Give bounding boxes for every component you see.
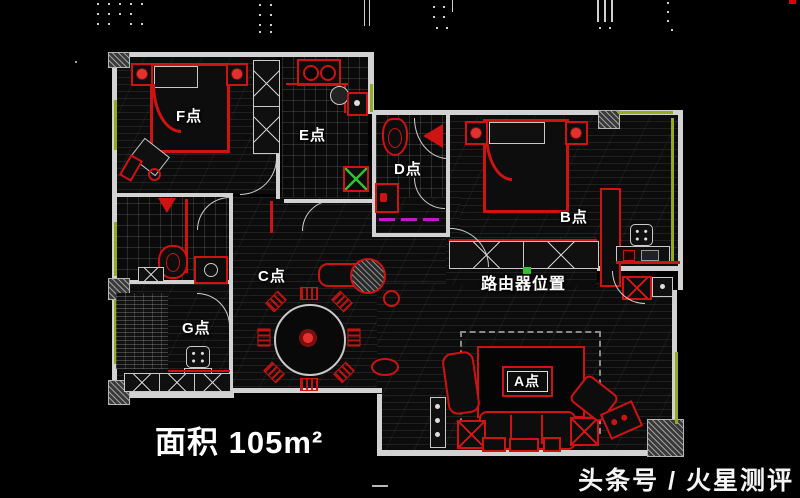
cad-artifact-dots — [0, 0, 2, 2]
stove — [297, 59, 341, 86]
label-point-b: B点 — [560, 209, 588, 226]
wardrobe-g — [116, 293, 168, 369]
wardrobe-b — [600, 188, 621, 287]
point-a-box: A点 — [502, 366, 553, 397]
wall-segment — [446, 110, 450, 232]
wall-segment — [678, 115, 683, 290]
nightstand — [226, 63, 248, 86]
wall-segment — [112, 280, 233, 284]
cabinet-line — [616, 261, 680, 264]
nightstand — [465, 121, 488, 145]
wardrobe-fe — [253, 60, 280, 154]
tv-cabinet-piece — [509, 438, 539, 452]
kitchen-counter-line — [286, 83, 348, 85]
hall-magenta-dash — [401, 218, 417, 221]
toilet-d — [382, 118, 408, 156]
dining-chair — [257, 328, 271, 347]
window-line — [671, 118, 674, 263]
label-router: 路由器位置 — [481, 276, 567, 293]
column-hatch — [108, 52, 130, 68]
cad-artifact-line — [364, 0, 365, 26]
dining-chair — [347, 328, 361, 347]
dresser-b — [616, 246, 670, 264]
label-point-c: C点 — [258, 268, 286, 285]
end-table — [570, 417, 599, 446]
decor-oval — [371, 358, 399, 376]
decor-circle — [383, 290, 400, 307]
cabinet-line — [168, 370, 230, 372]
dining-chair — [300, 378, 318, 391]
wall-accent-red — [270, 201, 273, 233]
wall-segment — [276, 150, 280, 199]
window-line — [114, 222, 117, 276]
cad-artifact-line — [611, 0, 613, 22]
kitchen-sink-box — [347, 92, 368, 116]
area-label: 面积 105m² — [155, 425, 324, 460]
wall-segment — [112, 193, 233, 197]
label-point-d: D点 — [394, 161, 422, 178]
wall-segment — [108, 392, 234, 398]
end-table — [457, 420, 486, 449]
device-box-b — [630, 224, 653, 246]
wall-segment — [377, 394, 382, 450]
wall-segment — [372, 233, 450, 237]
wall-segment — [377, 450, 677, 456]
router-marker — [523, 267, 531, 274]
column-hatch — [598, 110, 620, 129]
hall-magenta-dash — [379, 218, 395, 221]
cabinet-row-g — [124, 373, 231, 392]
wall-segment — [229, 193, 233, 392]
wall-segment — [112, 52, 372, 57]
window-line — [114, 300, 117, 364]
cad-artifact-line — [369, 0, 370, 26]
red-corner-mark — [789, 0, 796, 4]
bath-cabinet — [138, 267, 164, 282]
window-line — [370, 84, 373, 112]
label-point-f: F点 — [176, 108, 203, 125]
wardrobe-hall-line — [449, 239, 597, 241]
stool-f — [148, 168, 161, 181]
window-line — [618, 111, 673, 114]
device-box-g — [186, 346, 210, 368]
cad-artifact-line — [604, 0, 606, 22]
label-point-e: E点 — [299, 127, 327, 144]
tv-cabinet-piece — [543, 437, 561, 452]
cad-artifact-line — [597, 0, 599, 22]
window-line — [114, 100, 117, 150]
floor-drain-marker — [343, 166, 369, 192]
hall-magenta-dash — [423, 218, 439, 221]
window-line — [675, 352, 678, 424]
watermark: 头条号 / 火星测评 — [578, 467, 794, 495]
dining-chair — [300, 287, 318, 300]
wall-segment — [372, 114, 376, 237]
nightstand — [565, 121, 588, 145]
wall-segment — [374, 110, 683, 115]
wall-segment — [597, 266, 683, 271]
side-table-hatch — [350, 258, 386, 294]
label-point-a: A点 — [514, 373, 541, 389]
nightstand — [131, 63, 153, 86]
hall-dot-box — [652, 277, 673, 297]
column-hatch — [647, 419, 684, 457]
bath-fixture-d — [375, 183, 399, 213]
speaker-cabinet — [430, 397, 446, 448]
wall-segment — [368, 52, 374, 114]
wall-segment — [672, 290, 677, 452]
dining-centerpiece — [296, 326, 320, 350]
sink-left-bath — [194, 256, 228, 284]
tv-cabinet-piece — [482, 437, 506, 452]
label-point-g: G点 — [182, 320, 211, 337]
cad-artifact-line — [452, 0, 453, 12]
cad-artifact-dash — [372, 485, 388, 487]
shower-head — [158, 198, 176, 213]
bath-pipe-line — [185, 199, 188, 273]
